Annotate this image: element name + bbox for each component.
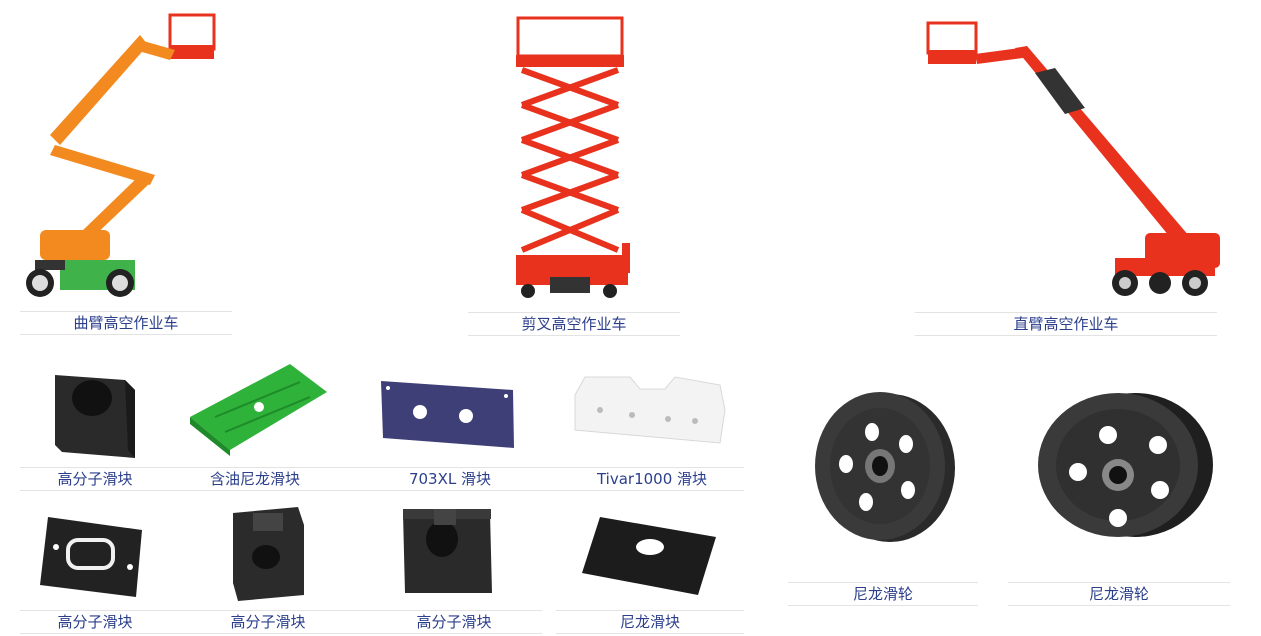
black-bore-block-icon: [403, 509, 492, 593]
part-black-bore-image[interactable]: [400, 505, 495, 597]
nylon-pulley-icon: [815, 392, 955, 542]
black-block-slider-icon: [55, 375, 135, 458]
caption-scissor-lift[interactable]: 剪叉高空作业车: [468, 312, 680, 336]
caption-part-row1-4[interactable]: Tivar1000 滑块: [560, 467, 744, 491]
scissor-lift-image[interactable]: [510, 15, 640, 300]
nylon-pulley-image-1[interactable]: [808, 390, 958, 545]
caption-articulating-boom-lift[interactable]: 曲臂高空作业车: [20, 311, 232, 335]
caption-pulley-1[interactable]: 尼龙滑轮: [788, 582, 978, 606]
black-flat-slider-icon: [582, 517, 716, 595]
caption-part-row2-2[interactable]: 高分子滑块: [170, 610, 366, 634]
caption-telescopic-boom-lift[interactable]: 直臂高空作业车: [915, 312, 1217, 336]
articulating-boom-lift-image[interactable]: [10, 5, 225, 305]
caption-part-row2-1[interactable]: 高分子滑块: [20, 610, 170, 634]
caption-part-row1-1[interactable]: 高分子滑块: [20, 467, 170, 491]
caption-part-row2-3[interactable]: 高分子滑块: [366, 610, 542, 634]
part-purple-bar-image[interactable]: [378, 378, 518, 453]
green-plate-slider-icon: [190, 364, 327, 456]
white-slider-icon: [574, 376, 726, 444]
articulating-boom-lift-icon: [26, 13, 216, 297]
part-black-block-image[interactable]: [50, 370, 140, 460]
telescopic-boom-lift-image[interactable]: [925, 18, 1225, 303]
black-plate-slider-icon: [40, 517, 142, 597]
part-green-plate-image[interactable]: [185, 362, 330, 457]
caption-part-row1-2[interactable]: 含油尼龙滑块: [170, 467, 340, 491]
scissor-lift-icon: [516, 16, 630, 298]
part-black-flat-image[interactable]: [580, 515, 720, 597]
part-black-plate-image[interactable]: [38, 515, 146, 600]
caption-part-row1-3[interactable]: 703XL 滑块: [340, 467, 560, 491]
purple-bar-slider-icon: [381, 381, 514, 448]
nylon-pulley-icon: [1038, 393, 1213, 537]
telescopic-boom-lift-icon: [926, 21, 1220, 296]
caption-part-row2-4[interactable]: 尼龙滑块: [556, 610, 744, 634]
nylon-pulley-image-2[interactable]: [1030, 390, 1215, 540]
part-black-notched-image[interactable]: [228, 505, 308, 603]
part-white-slider-image[interactable]: [570, 375, 730, 450]
black-notched-block-icon: [233, 507, 304, 601]
caption-pulley-2[interactable]: 尼龙滑轮: [1008, 582, 1230, 606]
